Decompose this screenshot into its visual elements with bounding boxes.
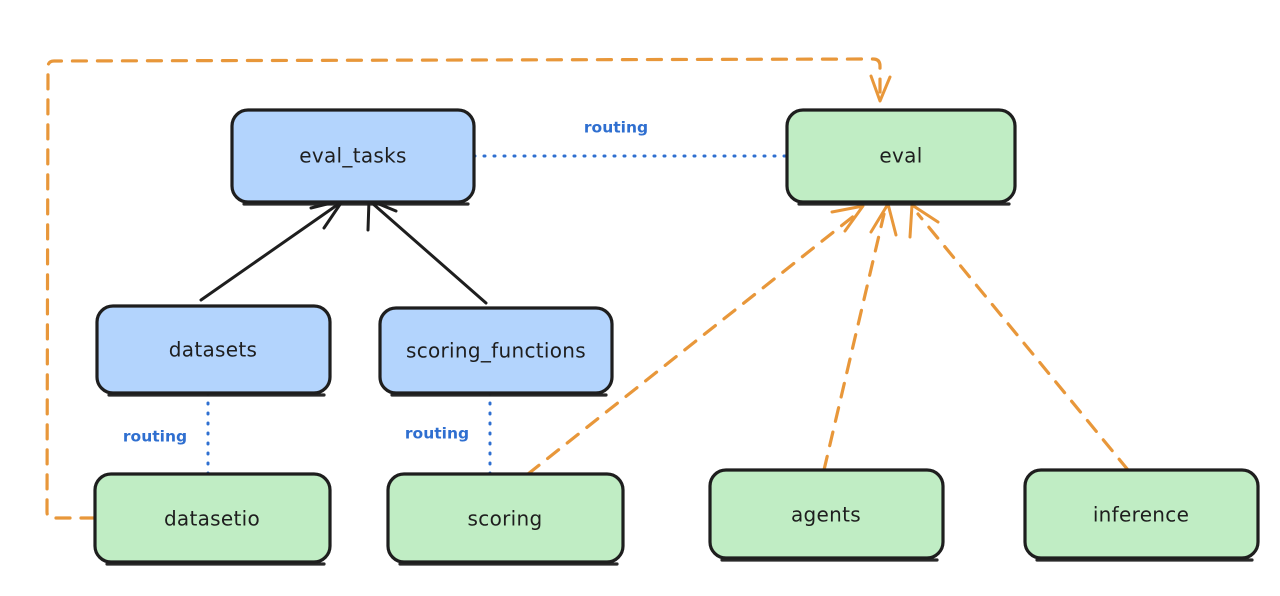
edge-path-datasetio-eval bbox=[45, 57, 882, 520]
node-scoring_functions-box[interactable] bbox=[378, 306, 614, 395]
node-agents[interactable]: agents bbox=[708, 468, 945, 562]
edge-path-scoring_functions-eval_tasks bbox=[370, 201, 488, 305]
node-inference-box[interactable] bbox=[1023, 468, 1260, 560]
edge-agents-to-eval bbox=[822, 202, 898, 472]
node-datasetio[interactable]: datasetio bbox=[93, 472, 332, 566]
node-scoring_functions-label: scoring_functions bbox=[406, 339, 586, 363]
edge-path-datasets-eval_tasks bbox=[199, 201, 342, 302]
node-datasetio-label: datasetio bbox=[164, 507, 260, 531]
edge-datasetio-to-eval bbox=[45, 57, 892, 520]
edge-label-routing-eval_tasks-eval: routing bbox=[584, 119, 648, 137]
edge-datasets-to-eval_tasks bbox=[199, 198, 345, 302]
node-datasets[interactable]: datasets bbox=[95, 304, 332, 397]
node-inference[interactable]: inference bbox=[1023, 468, 1260, 562]
edge-path-inference-eval bbox=[916, 212, 1130, 472]
node-datasets-label: datasets bbox=[169, 338, 257, 362]
routing-edges-group bbox=[206, 154, 789, 476]
node-scoring-box[interactable] bbox=[386, 472, 625, 564]
node-eval_tasks[interactable]: eval_tasks bbox=[230, 108, 476, 206]
node-eval-box[interactable] bbox=[785, 108, 1017, 204]
node-eval[interactable]: eval bbox=[785, 108, 1017, 206]
arrowhead-scoring-eval bbox=[830, 204, 865, 233]
edge-scoring-to-eval bbox=[526, 204, 865, 476]
node-scoring-label: scoring bbox=[468, 507, 543, 531]
node-datasets-box[interactable] bbox=[95, 304, 332, 395]
edge-scoring_functions-to-eval_tasks bbox=[366, 198, 488, 305]
node-eval_tasks-label: eval_tasks bbox=[299, 144, 406, 168]
node-scoring[interactable]: scoring bbox=[386, 472, 625, 566]
dependency-edges-group bbox=[45, 57, 1130, 520]
arrowhead-datasetio-eval bbox=[869, 74, 892, 103]
node-eval-label: eval bbox=[879, 144, 922, 168]
edge-label-routing-datasets-datasetio: routing bbox=[123, 428, 187, 446]
edge-path-scoring-eval bbox=[526, 213, 857, 476]
edge-path-agents-eval bbox=[822, 212, 886, 472]
node-eval_tasks-box[interactable] bbox=[230, 108, 476, 204]
node-inference-label: inference bbox=[1093, 503, 1189, 527]
edge-inference-to-eval bbox=[908, 203, 1130, 472]
node-scoring_functions[interactable]: scoring_functions bbox=[378, 306, 614, 397]
node-datasetio-box[interactable] bbox=[93, 472, 332, 564]
solid-edges-group bbox=[199, 198, 488, 305]
node-agents-box[interactable] bbox=[708, 468, 945, 560]
edge-label-routing-scoring_functions-scoring: routing bbox=[405, 425, 469, 443]
node-agents-label: agents bbox=[791, 503, 861, 527]
